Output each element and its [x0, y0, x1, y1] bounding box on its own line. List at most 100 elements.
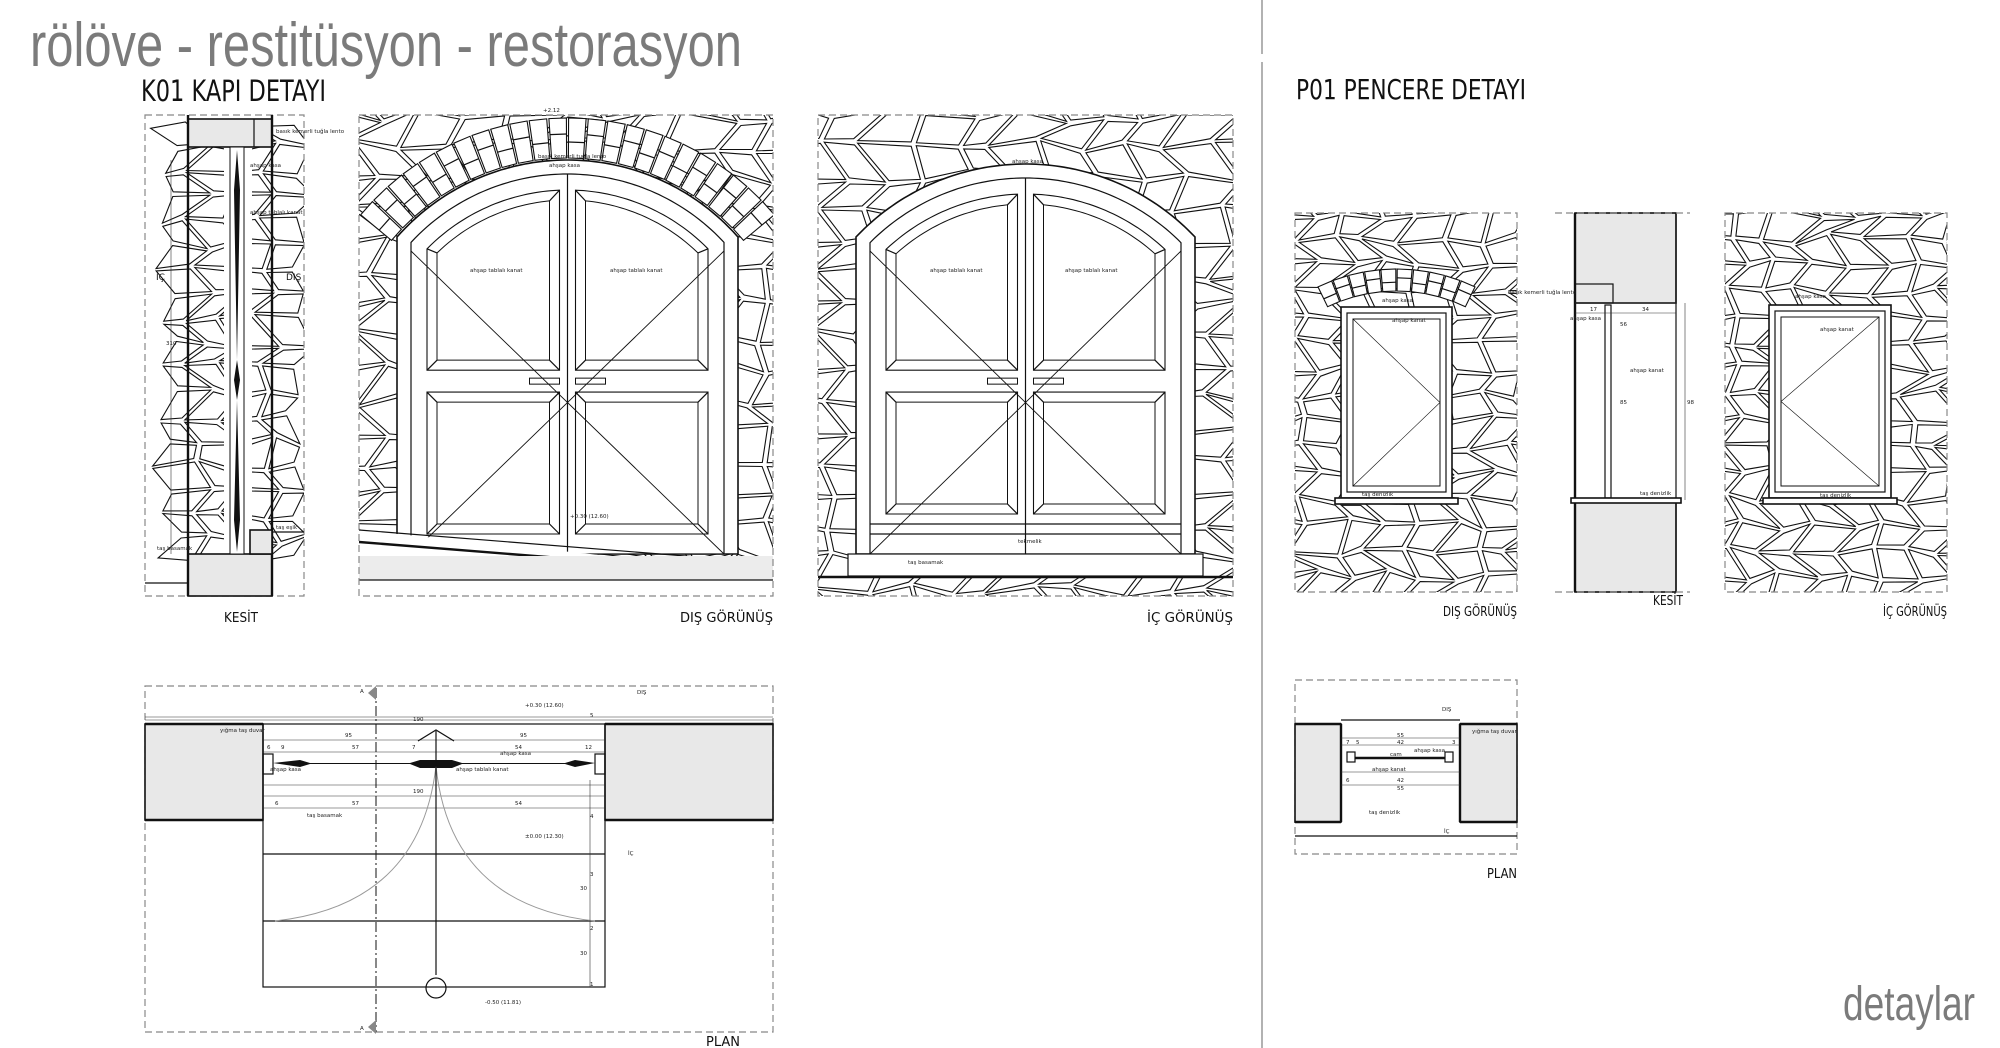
stone — [1206, 589, 1233, 596]
stone — [818, 115, 830, 140]
annotation-leaf: ahşap tablalı kanat — [930, 268, 983, 274]
brick — [680, 152, 717, 197]
stone — [912, 585, 950, 596]
step-number: 1 — [590, 982, 594, 988]
stone — [1162, 115, 1233, 149]
dimension: 95 — [520, 733, 527, 739]
stone — [1804, 213, 1823, 217]
stone — [1792, 524, 1857, 553]
stone — [1504, 550, 1517, 565]
annotation-frame: ahşap kasa — [549, 163, 580, 169]
stone — [818, 530, 829, 552]
brick — [617, 124, 645, 169]
stone — [184, 346, 234, 364]
stone — [978, 115, 981, 116]
stone — [759, 302, 773, 344]
stone — [1845, 575, 1879, 592]
door-handle — [1033, 377, 1064, 385]
stone — [1885, 213, 1924, 217]
sheet-footer: detaylar — [1843, 978, 1975, 1031]
stone — [1912, 340, 1947, 372]
stone — [1729, 365, 1774, 394]
annotation-leaf: ahşap tablalı kanat — [1065, 268, 1118, 274]
wall-upper — [1574, 212, 1677, 304]
stone — [1342, 551, 1388, 576]
stone — [1224, 206, 1233, 239]
dimension: 55 — [1397, 786, 1404, 792]
stone — [1409, 581, 1456, 592]
stone — [1952, 574, 1985, 605]
dimension: 6 — [267, 745, 271, 751]
stone — [1295, 401, 1303, 417]
stone — [1911, 263, 1947, 293]
annotation-leaf: ahşap tablalı kanat — [456, 767, 509, 773]
stone — [1936, 544, 1947, 554]
stone — [1910, 237, 1947, 265]
stone — [1516, 500, 1517, 503]
stone — [1295, 553, 1353, 578]
door-panel — [885, 391, 1019, 515]
stone — [856, 115, 921, 143]
stone — [1757, 552, 1819, 578]
brick — [359, 200, 403, 242]
brick — [402, 162, 441, 207]
stone — [359, 153, 376, 177]
stone — [359, 115, 383, 122]
stone — [1361, 238, 1414, 265]
stone — [818, 369, 847, 400]
stone — [1470, 496, 1517, 529]
stone — [1878, 581, 1919, 592]
stone — [1757, 522, 1812, 552]
annotation-frame: ahşap kasa — [1795, 294, 1826, 300]
door-panel-inner — [585, 200, 699, 361]
stone — [1315, 213, 1334, 216]
stone — [1214, 141, 1233, 168]
section-mark-label: A — [360, 1026, 364, 1032]
stone — [1210, 278, 1233, 291]
stone — [1936, 287, 1947, 300]
stone — [765, 258, 773, 267]
stone — [161, 512, 208, 534]
stone — [759, 189, 773, 208]
stone — [1924, 213, 1933, 215]
brick — [694, 162, 733, 207]
stone — [1295, 570, 1319, 592]
stone — [359, 236, 388, 274]
stone — [562, 594, 581, 596]
stone — [1725, 416, 1741, 436]
door-panel — [574, 189, 709, 371]
stone — [818, 243, 843, 265]
step-number: 2 — [590, 926, 594, 932]
stone — [1444, 189, 1490, 211]
label-inside: İÇ — [156, 272, 165, 283]
brick — [1425, 271, 1445, 298]
stone — [833, 115, 834, 116]
ground-strip — [359, 556, 773, 580]
brick — [633, 129, 664, 174]
door-panel-inner — [436, 200, 550, 361]
annotation-lintel: basık kemerli tuğla lento — [1508, 289, 1577, 296]
stone — [1725, 451, 1742, 472]
stone — [1725, 213, 1735, 237]
dimension: 3 — [1452, 740, 1456, 746]
stone — [984, 587, 1043, 596]
stone — [1405, 549, 1456, 581]
stone — [1725, 470, 1742, 492]
window-section-view: basık kemerli tuğla lento ahşap kasa ahş… — [1508, 212, 1694, 609]
door-handle — [529, 377, 560, 385]
stone — [1870, 263, 1918, 296]
window-sill — [1334, 497, 1459, 505]
stone — [1950, 340, 1986, 366]
brick — [1396, 268, 1413, 293]
label-inside: İÇ — [628, 850, 634, 857]
stone — [818, 553, 830, 573]
door-panel-inner — [585, 401, 699, 525]
dimension: 57 — [352, 745, 359, 751]
stone — [268, 437, 301, 470]
door-panel — [1032, 193, 1166, 371]
annotation-leaf: ahşap tablalı kanat — [470, 268, 523, 274]
stone — [1915, 424, 1947, 444]
section-marker — [368, 1020, 376, 1034]
stone — [755, 122, 773, 152]
door-panel-inner — [436, 401, 550, 525]
